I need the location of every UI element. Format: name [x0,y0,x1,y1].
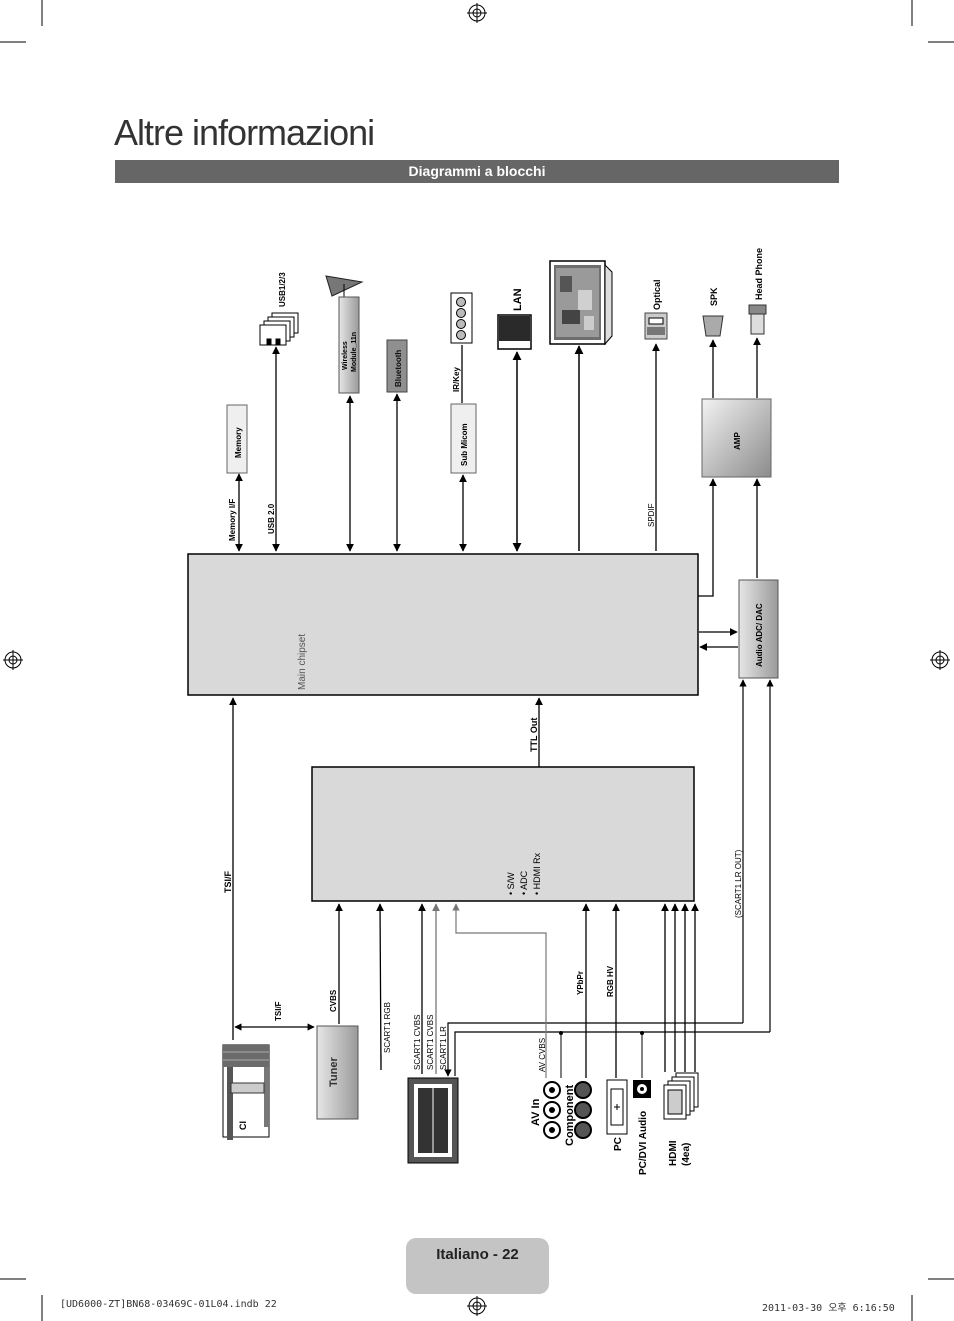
page-title: Altre informazioni [114,112,375,153]
antenna-icon [325,275,364,298]
front-end-item-hdmirx: • HDMI Rx [532,852,542,895]
front-end-block [311,766,695,902]
component-label: Component [564,1085,576,1146]
hdmi-label: HDMI [668,1140,679,1166]
amp-label: AMP [733,432,742,450]
section-header: Diagrammi a blocchi [115,160,839,183]
optical-port-icon [644,312,668,340]
registration-mark-right [930,650,950,670]
hdmi-ports-icon [663,1072,699,1120]
audio-adc-dac-block [738,579,779,679]
sub-micom-block [450,403,477,474]
pc-vga-port-icon [606,1079,628,1135]
av-component-jacks-icon [543,1081,592,1139]
wireless-module-block [338,296,360,394]
memory-block [226,404,248,474]
scart-rgb-arrow [376,903,384,1071]
bluetooth-block [386,339,408,393]
pc-dvi-audio-label: PC/DVI Audio [638,1111,649,1175]
tuner-block [316,1025,359,1120]
ci-slot-icon [222,1044,270,1140]
usb20-label: USB 2.0 [267,503,276,534]
rgb-hv-label: RGB HV [606,965,615,997]
tv-panel-icon [549,260,613,346]
wireless-label-1: Wireless [342,341,349,370]
main-chipset-label: Main chipset [297,634,308,690]
front-end-item-adc: • ADC [519,870,529,895]
front-end-item-sw: • S/W [506,872,516,895]
sub-micom-label: Sub Micom [460,423,469,466]
av-cvbs-label: AV CVBS [538,1038,547,1072]
scart1-cvbs-label-2: SCART1 CVBS [426,1015,435,1070]
hdmi-count-label: (4ea) [681,1143,692,1166]
scart-connector-icon [407,1077,459,1164]
wireless-label-2: Module_11n [351,332,358,372]
scart1-cvbs-label-1: SCART1 CVBS [413,1015,422,1070]
ttl-out-label: TTL Out [529,718,539,752]
pc-label: PC [613,1137,624,1151]
registration-mark-top [467,3,487,23]
tuner-label: Tuner [328,1057,340,1087]
av-in-label: AV In [530,1098,542,1126]
memory-if-label: Memory I/F [228,499,237,541]
head-phone-label: Head Phone [754,248,764,300]
av-cvbs-route [452,903,547,1078]
scart1-lr-out-label: (SCART1 LR OUT) [734,849,743,918]
amp-block [701,398,772,478]
optical-label: Optical [652,279,662,310]
page-number-badge: Italiano - 22 [406,1238,549,1294]
scart1-lr-label: SCART1 LR [439,1026,448,1070]
print-info-right: 2011-03-30 오후 6:16:50 [762,1303,895,1314]
registration-mark-left [3,650,23,670]
cvbs-label: CVBS [329,989,338,1012]
spk-label: SPK [709,287,719,306]
print-info-left: [UD6000-ZT]BN68-03469C-01L04.indb 22 [60,1299,277,1310]
main-chipset-block [187,553,699,696]
ci-label: CI [238,1121,248,1130]
tsi-f-label-2: TSI/F [274,1001,283,1021]
scart-lr-out-route [444,1022,743,1077]
tsi-f-label: TSI/F [223,870,233,893]
speaker-icon [702,315,724,337]
hdmi-arrows [661,903,699,1072]
ypbpr-label: YPbPr [576,971,585,995]
headphone-jack-icon [748,304,767,335]
audio-adc-dac-label: Audio ADC/ DAC [755,603,764,667]
bluetooth-label: Bluetooth [394,350,403,387]
registration-mark-bottom [467,1296,487,1316]
usb-icon [259,312,299,346]
lan-port-socket [499,316,530,341]
scart-lr-in-route [454,1031,770,1076]
lan-label: LAN [512,288,524,311]
memory-label: Memory [234,427,243,458]
chipset-to-amp-line [698,578,714,597]
ir-key-icon [450,292,473,344]
ir-key-label: IR/Key [452,367,461,392]
pc-audio-jack-icon [633,1080,651,1098]
usb123-label: USB1/2/3 [278,272,287,307]
spdif-label: SPDIF [647,503,656,527]
scart1-rgb-label: SCART1 RGB [383,1002,392,1053]
